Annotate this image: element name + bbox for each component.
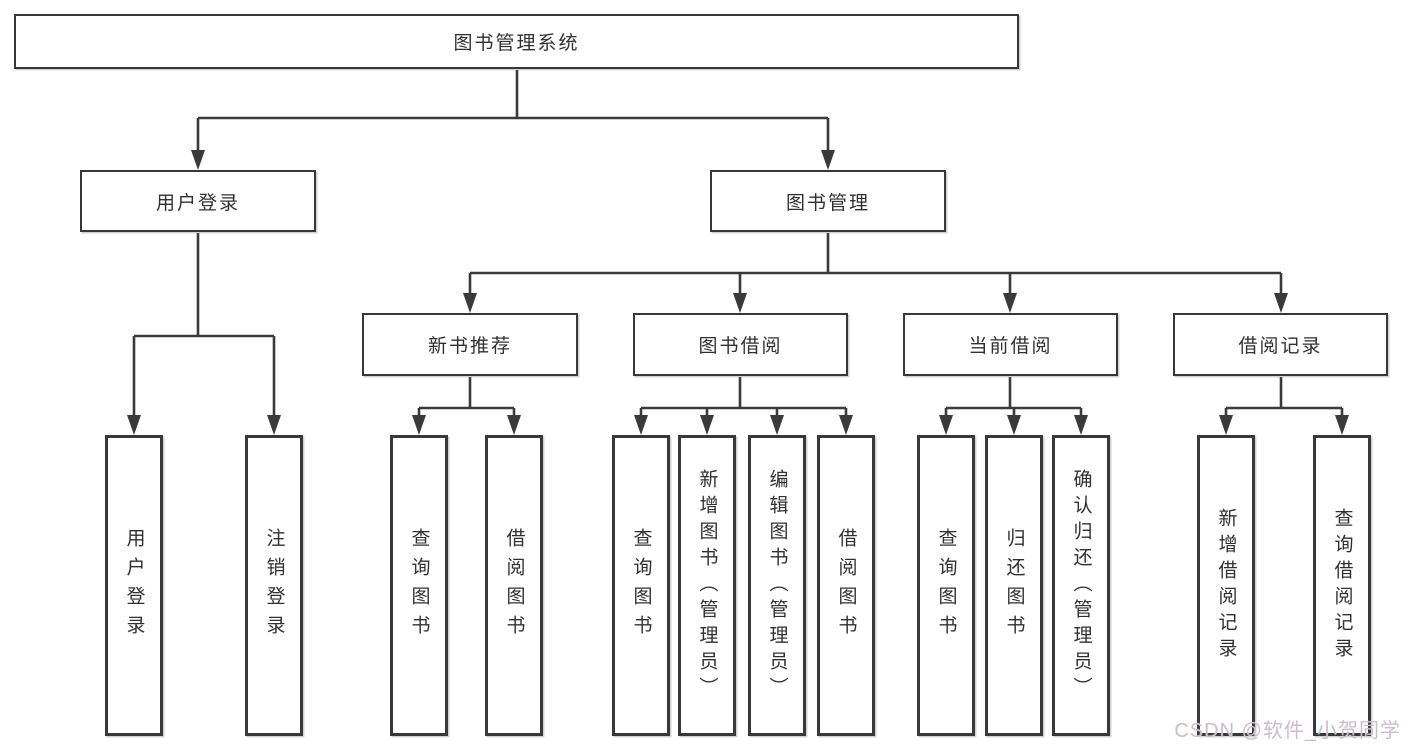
node-book-management: 图书管理: [710, 170, 946, 232]
node-current-borrow: 当前借阅: [903, 313, 1118, 376]
leaf-confirm-return-admin: 确认归还（管理员）: [1052, 435, 1110, 736]
node-user-login: 用户登录: [80, 170, 316, 232]
leaf-query-books-borrow: 查询图书: [612, 435, 670, 736]
leaf-query-borrow-record: 查询借阅记录: [1313, 435, 1371, 736]
watermark: CSDN @软件_小贺同学: [1174, 720, 1401, 742]
leaf-user-login: 用户登录: [105, 435, 163, 736]
leaf-query-books-recommend: 查询图书: [390, 435, 448, 736]
leaf-borrow-books-recommend: 借阅图书: [485, 435, 543, 736]
leaf-logout: 注销登录: [245, 435, 303, 736]
leaf-return-book: 归还图书: [985, 435, 1043, 736]
leaf-query-books-current: 查询图书: [917, 435, 975, 736]
node-book-borrow: 图书借阅: [633, 313, 848, 376]
leaf-borrow-books: 借阅图书: [817, 435, 875, 736]
node-new-book-recommend: 新书推荐: [362, 313, 578, 376]
node-library-management-system: 图书管理系统: [14, 14, 1019, 69]
leaf-add-borrow-record: 新增借阅记录: [1197, 435, 1255, 736]
leaf-edit-book-admin: 编辑图书（管理员）: [748, 435, 806, 736]
leaf-add-book-admin: 新增图书（管理员）: [678, 435, 736, 736]
node-borrow-records: 借阅记录: [1173, 313, 1388, 376]
